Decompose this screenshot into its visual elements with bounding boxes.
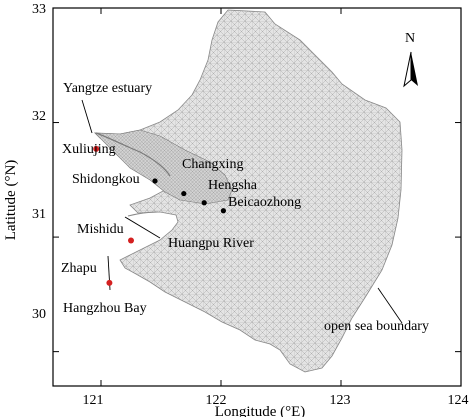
label-xuliujing: Xuliujing	[62, 142, 116, 157]
river-channel	[95, 132, 171, 177]
label-beicaozhong: Beicaozhong	[228, 195, 301, 210]
y-tick-label: 31	[32, 207, 46, 222]
axis-ticks	[53, 7, 462, 386]
marker-xuliujing	[93, 145, 100, 152]
x-tick-label: 122	[206, 393, 227, 408]
station-markers	[93, 145, 226, 286]
label-shidongkou: Shidongkou	[72, 172, 140, 187]
label-yangtze-estuary: Yangtze estuary	[63, 81, 152, 96]
estuary-fine-mesh	[94, 129, 233, 205]
label-zhapu: Zhapu	[61, 261, 97, 276]
north-arrow: N	[403, 31, 418, 88]
marker-mishidu	[128, 237, 134, 244]
x-tick-label: 123	[330, 393, 351, 408]
x-axis-title: Longitude (°E)	[215, 404, 306, 417]
plot-frame	[52, 7, 462, 387]
label-hangzhou-bay: Hangzhou Bay	[63, 301, 147, 316]
y-tick-label: 30	[32, 307, 46, 322]
y-axis-title: Latitude (°N)	[3, 160, 19, 241]
y-tick-label: 32	[32, 109, 46, 124]
x-tick-label: 124	[448, 393, 469, 408]
x-tick-label: 121	[83, 393, 104, 408]
marker-zhapu	[106, 279, 113, 286]
label-changxing: Changxing	[182, 157, 243, 172]
label-mishidu: Mishidu	[77, 222, 124, 237]
label-hengsha: Hengsha	[208, 178, 258, 193]
marker-shidongkou	[152, 178, 158, 184]
marker-changxing	[181, 190, 187, 197]
label-huangpu-river: Huangpu River	[168, 236, 254, 251]
marker-hengsha	[201, 200, 207, 206]
north-arrow-label: N	[405, 31, 415, 46]
label-open-sea-boundary: open sea boundary	[324, 319, 429, 334]
north-arrow-icon	[403, 51, 412, 88]
marker-beicaozhong	[220, 208, 226, 214]
huangpu-channel	[127, 211, 159, 217]
y-tick-label: 33	[32, 2, 46, 17]
